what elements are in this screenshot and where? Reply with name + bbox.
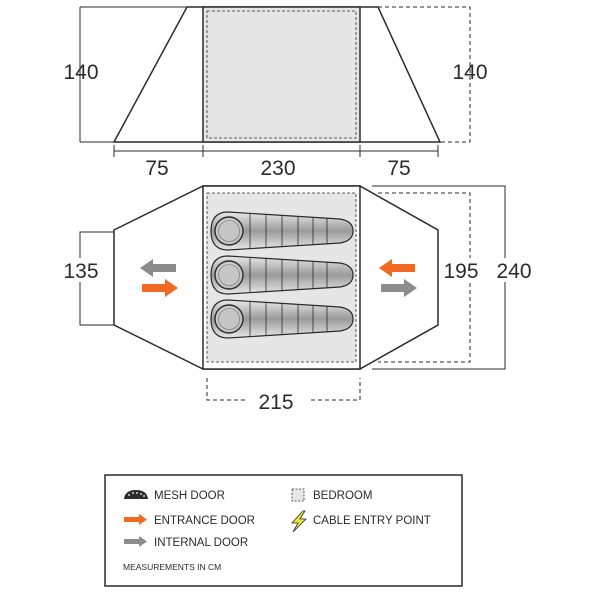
porch-left-width-label: 75 <box>145 157 168 180</box>
floorplan-view <box>79 185 506 401</box>
height-right-frame <box>378 6 471 143</box>
legend-entrance-door-label: ENTRANCE DOOR <box>154 515 255 527</box>
legend-internal-door-label: INTERNAL DOOR <box>154 537 248 549</box>
legend-box <box>104 474 463 587</box>
height-left-frame <box>79 6 187 143</box>
bedroom-floor-length-label: 215 <box>258 391 293 414</box>
legend: MESH DOOR ENTRANCE DOOR INTERNAL DOOR BE… <box>104 474 463 587</box>
grey-arrow-icon <box>124 536 147 547</box>
bedroom-length-label: 230 <box>260 157 295 180</box>
right-entrance-door-arrow <box>379 259 415 277</box>
orange-arrow-icon <box>124 514 147 525</box>
width-dimension-line <box>113 145 439 157</box>
height-right-label: 140 <box>452 61 487 84</box>
sleeping-bag <box>210 211 354 251</box>
height-left-label: 140 <box>63 61 98 84</box>
bedroom-width-label: 195 <box>443 260 478 283</box>
right-internal-door-arrow <box>381 279 417 297</box>
mesh-door-icon <box>124 490 148 499</box>
left-internal-door-arrow <box>140 259 176 277</box>
sleeping-bags-group <box>210 211 354 339</box>
lightning-bolt-icon <box>291 510 307 533</box>
legend-measurement-note: MEASUREMENTS IN CM <box>123 562 221 572</box>
legend-cable-entry-label: CABLE ENTRY POINT <box>313 515 431 527</box>
dashed-square-icon <box>291 488 305 502</box>
legend-bedroom-label: BEDROOM <box>313 490 372 502</box>
legend-mesh-door-label: MESH DOOR <box>154 490 225 502</box>
end-width-label: 135 <box>63 260 98 283</box>
sleeping-bag <box>210 255 354 295</box>
total-width-label: 240 <box>496 260 531 283</box>
left-entrance-door-arrow <box>142 279 178 297</box>
sleeping-bag <box>210 299 354 339</box>
elevation-bedroom <box>202 6 361 143</box>
porch-right-width-label: 75 <box>387 157 410 180</box>
elevation-view <box>79 6 471 143</box>
